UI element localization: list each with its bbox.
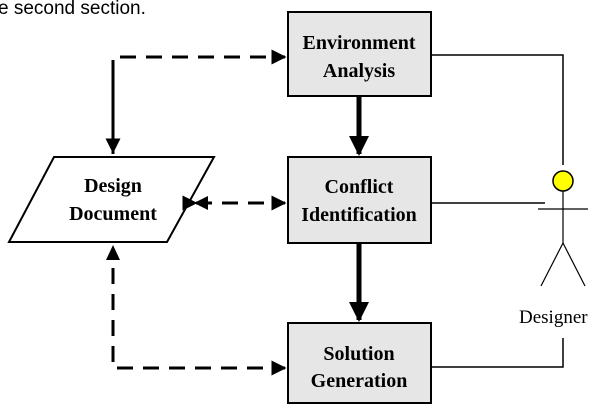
environment-analysis-label-line1: Environment [303,32,416,54]
dashed-link-solution-to-document-arrowhead [106,245,120,260]
design-document-shape [7,156,216,243]
conflict-identification-label-line1: Conflict [325,176,394,198]
design-document-label-line1: Design [84,175,142,197]
solution-generation-label-line2: Generation [311,370,408,392]
design-document-label-line2: Document [69,203,157,225]
dashed-link-document-to-environment [111,49,287,154]
dashed-link-document-conflict-left-arrowhead [194,196,208,210]
conflict-identification-label-line2: Identification [301,204,417,226]
designer-left-leg-icon [540,242,564,287]
solution-generation-label-line1: Solution [323,343,394,365]
designer-line-environment [431,54,564,165]
environment-analysis-box [287,11,432,97]
caption-fragment: e second section. [0,0,146,19]
conflict-identification-box [287,156,432,244]
designer-line-solution [431,338,564,368]
designer-label: Designer [519,307,588,328]
dashed-link-document-to-solution [111,268,287,376]
solution-generation-box [287,322,432,404]
designer-head-icon [552,170,574,192]
designer-right-leg-icon [562,242,586,287]
environment-analysis-label-line2: Analysis [323,60,395,82]
